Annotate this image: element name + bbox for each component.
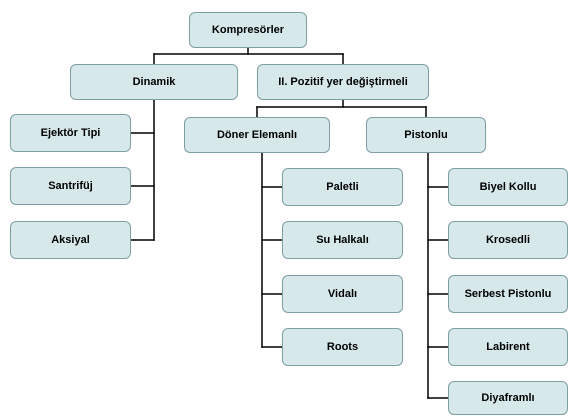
node-labirent: Labirent: [448, 328, 568, 366]
node-vidali: Vidalı: [282, 275, 403, 313]
node-diyaframli: Diyaframlı: [448, 381, 568, 415]
node-roots: Roots: [282, 328, 403, 366]
node-biyel-kollu: Biyel Kollu: [448, 168, 568, 206]
node-ejektor-tipi: Ejektör Tipi: [10, 114, 131, 152]
node-serbest-pistonlu: Serbest Pistonlu: [448, 275, 568, 313]
node-pistonlu: Pistonlu: [366, 117, 486, 153]
node-su-halkali: Su Halkalı: [282, 221, 403, 259]
node-doner-elemanli: Döner Elemanlı: [184, 117, 330, 153]
node-paletli: Paletli: [282, 168, 403, 206]
node-dinamik: Dinamik: [70, 64, 238, 100]
node-aksiyal: Aksiyal: [10, 221, 131, 259]
node-pozitif-yer-degistirmeli: II. Pozitif yer değiştirmeli: [257, 64, 429, 100]
node-santrifuj: Santrifüj: [10, 167, 131, 205]
node-krosedli: Krosedli: [448, 221, 568, 259]
node-kompresorler: Kompresörler: [189, 12, 307, 48]
